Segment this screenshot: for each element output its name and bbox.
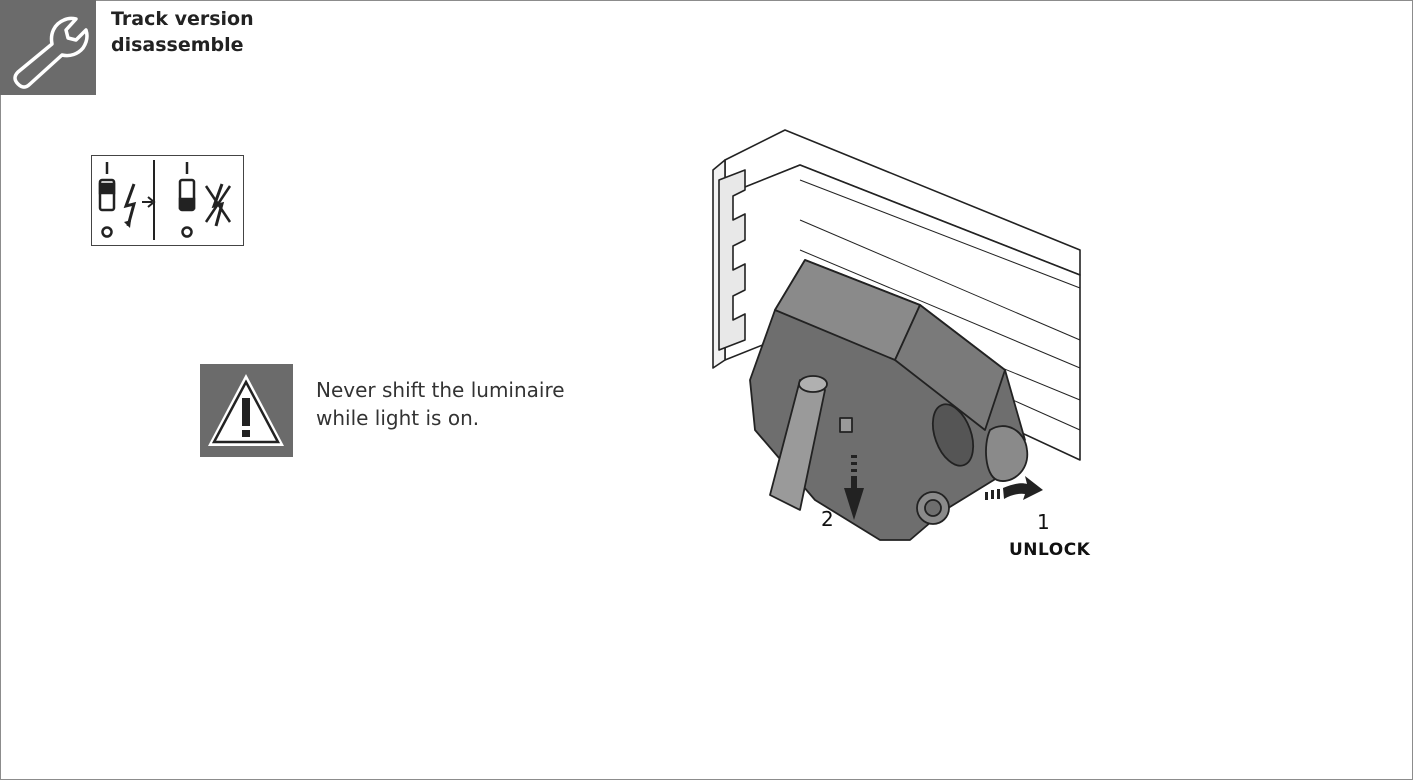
unlock-label: UNLOCK [1009,540,1091,560]
switch-off-power-icon [98,160,232,240]
step-1-label: 1 [1037,510,1050,534]
warning-text: Never shift the luminaire while light is… [316,376,565,432]
wrench-icon [13,16,89,89]
warning-triangle-icon [208,374,284,446]
title-line-2: disassemble [111,34,244,56]
wrench-icon-box [0,0,96,95]
warning-line-1: Never shift the luminaire [316,378,565,402]
step-2-label: 2 [821,507,834,531]
page-title: Track version disassemble [111,6,254,58]
warning-line-2: while light is on. [316,406,480,430]
title-line-1: Track version [111,8,254,30]
switch-off-pictogram [91,155,244,246]
warning-icon-box [200,364,293,457]
track-adapter-illustration [712,129,1081,541]
